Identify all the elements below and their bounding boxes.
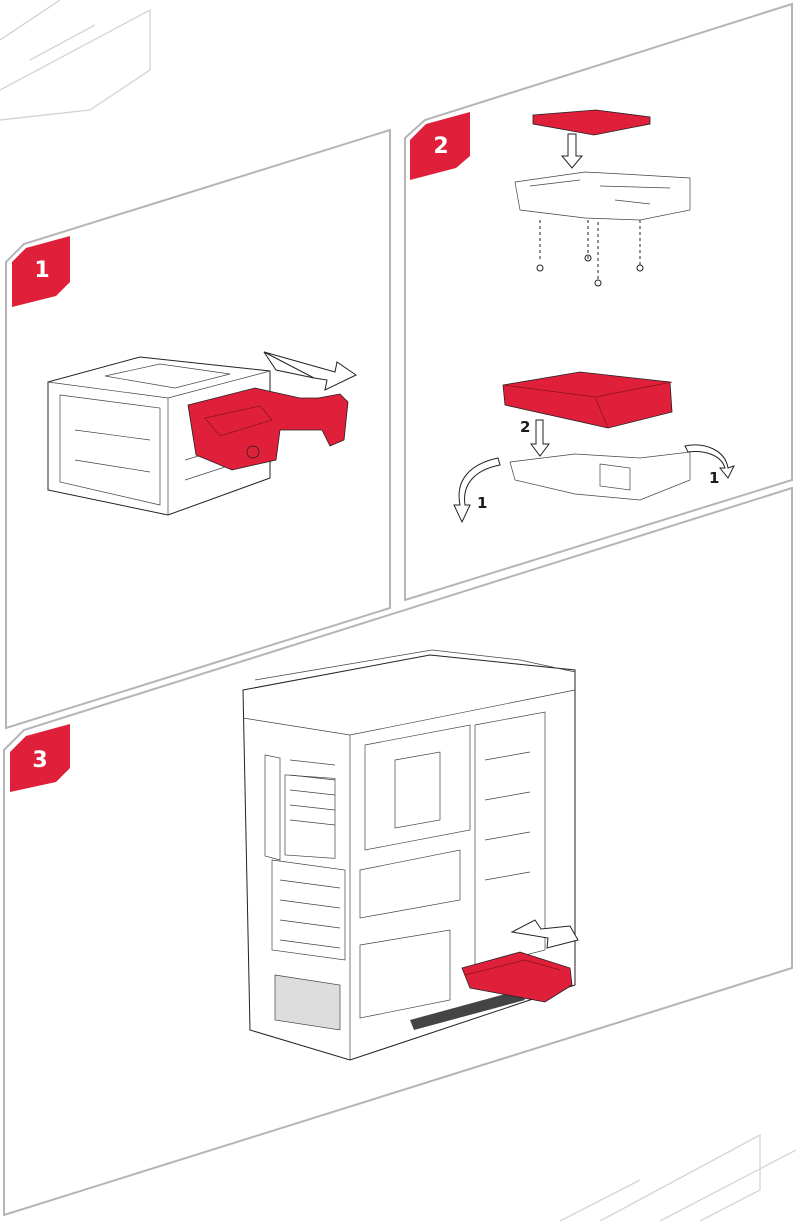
step-2-label-a: 2 [520,418,530,436]
step-2-label-b: 1 [477,494,487,512]
step-2-number: 2 [433,134,448,159]
step-1-number: 1 [34,258,49,283]
step-3-number: 3 [32,748,47,773]
step-2-label-c: 1 [709,469,719,487]
